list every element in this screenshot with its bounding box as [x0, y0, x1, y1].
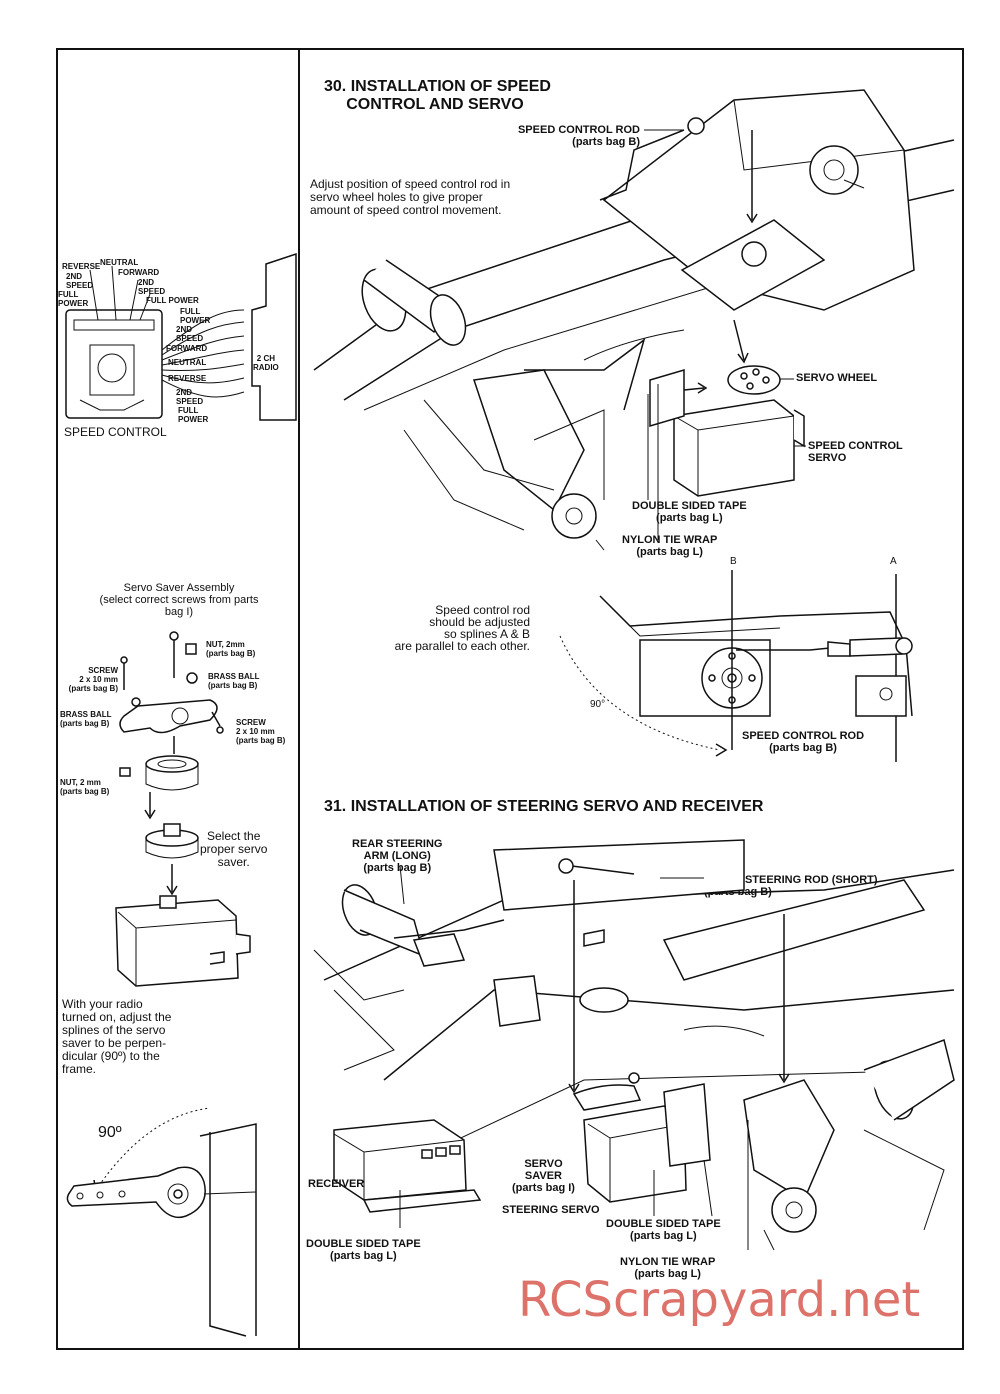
watermark: RCScrapyard.net: [518, 1272, 921, 1328]
radio-adjust-note: With your radio turned on, adjust the sp…: [62, 997, 172, 1076]
speed-control-rod-label: SPEED CONTROL ROD (parts bag B): [517, 124, 640, 148]
label-reverse: REVERSE: [62, 262, 101, 271]
label-2nd-speed-right: 2ND SPEED: [138, 278, 166, 296]
tape-label-30: DOUBLE SIDED TAPE (parts bag L): [632, 500, 747, 524]
label-full-power-r: FULL POWER: [180, 307, 211, 325]
rear-steering-arm-label: REAR STEERING ARM (LONG) (parts bag B): [352, 838, 443, 874]
label-neutral: NEUTRAL: [100, 258, 139, 267]
angle-90-label: 90º: [98, 1124, 122, 1141]
label-2nd-speed-r: 2ND SPEED: [176, 325, 204, 343]
spline-alignment-diagram: [559, 570, 913, 762]
select-servo-saver-note: Select the proper servo saver.: [200, 829, 268, 869]
servo-saver-title: Servo Saver Assembly (select correct scr…: [99, 582, 259, 618]
speed-control-illustration: [65, 252, 297, 421]
label-2nd-speed-r2: 2ND SPEED: [176, 388, 204, 406]
tape-label-31-right: DOUBLE SIDED TAPE (parts bag L): [606, 1218, 721, 1242]
label-brass-ball-right: BRASS BALL (parts bag B): [208, 672, 260, 690]
step-31-title: 31. INSTALLATION OF STEERING SERVO AND R…: [324, 798, 764, 815]
spline-b-label: B: [730, 556, 737, 567]
page-frame: [56, 48, 964, 1350]
speed-control-caption: SPEED CONTROL: [64, 425, 167, 439]
label-nut-bottom: NUT, 2 mm (parts bag B): [60, 778, 110, 796]
label-full-power-left: FULL POWER: [58, 290, 89, 308]
speed-control-rod-label-2: SPEED CONTROL ROD (parts bag B): [742, 730, 865, 754]
speed-control-install-illustration: [313, 89, 955, 551]
steering-install-illustration: [313, 839, 955, 1251]
speed-control-servo-label: SPEED CONTROL SERVO: [808, 440, 903, 464]
tape-label-31-left: DOUBLE SIDED TAPE (parts bag L): [306, 1238, 421, 1262]
servo-saver-perpendicular-diagram: [66, 1107, 257, 1337]
angle-90-small: 90°: [590, 699, 606, 710]
column-divider: [298, 48, 300, 1350]
label-2nd-speed-left: 2ND SPEED: [66, 272, 94, 290]
tie-wrap-label-30: NYLON TIE WRAP (parts bag L): [622, 534, 718, 558]
receiver-label: RECEIVER: [308, 1178, 365, 1190]
label-brass-ball-left: BRASS BALL (parts bag B): [60, 710, 112, 728]
step-30-title: 30. INSTALLATION OF SPEED CONTROL AND SE…: [324, 78, 551, 113]
servo-saver-label-31: SERVO SAVER (parts bag I): [512, 1158, 575, 1194]
servo-saver-exploded-view: [115, 631, 251, 987]
servo-wheel-label: SERVO WHEEL: [796, 372, 878, 384]
label-forward: FORWARD: [118, 268, 160, 277]
step-30-instruction: Adjust position of speed control rod in …: [310, 177, 511, 217]
steering-servo-label: STEERING SERVO: [502, 1204, 600, 1216]
label-2ch-radio: 2 CH RADIO: [253, 354, 279, 372]
label-forward-r: FORWARD: [166, 344, 208, 353]
label-full-power-r2: FULL POWER: [178, 406, 209, 424]
label-neutral-r: NEUTRAL: [168, 358, 207, 367]
label-full-power-top: FULL POWER: [146, 296, 199, 305]
tie-wrap-label-31: NYLON TIE WRAP (parts bag L): [620, 1256, 716, 1280]
label-screw-right: SCREW 2 x 10 mm (parts bag B): [236, 718, 286, 745]
spline-a-label: A: [890, 556, 897, 567]
spline-adjust-note: Speed control rod should be adjusted so …: [394, 603, 530, 653]
label-nut-top: NUT, 2mm (parts bag B): [206, 640, 256, 658]
label-screw-left: SCREW 2 x 10 mm (parts bag B): [68, 666, 118, 693]
label-reverse-r: REVERSE: [168, 374, 207, 383]
